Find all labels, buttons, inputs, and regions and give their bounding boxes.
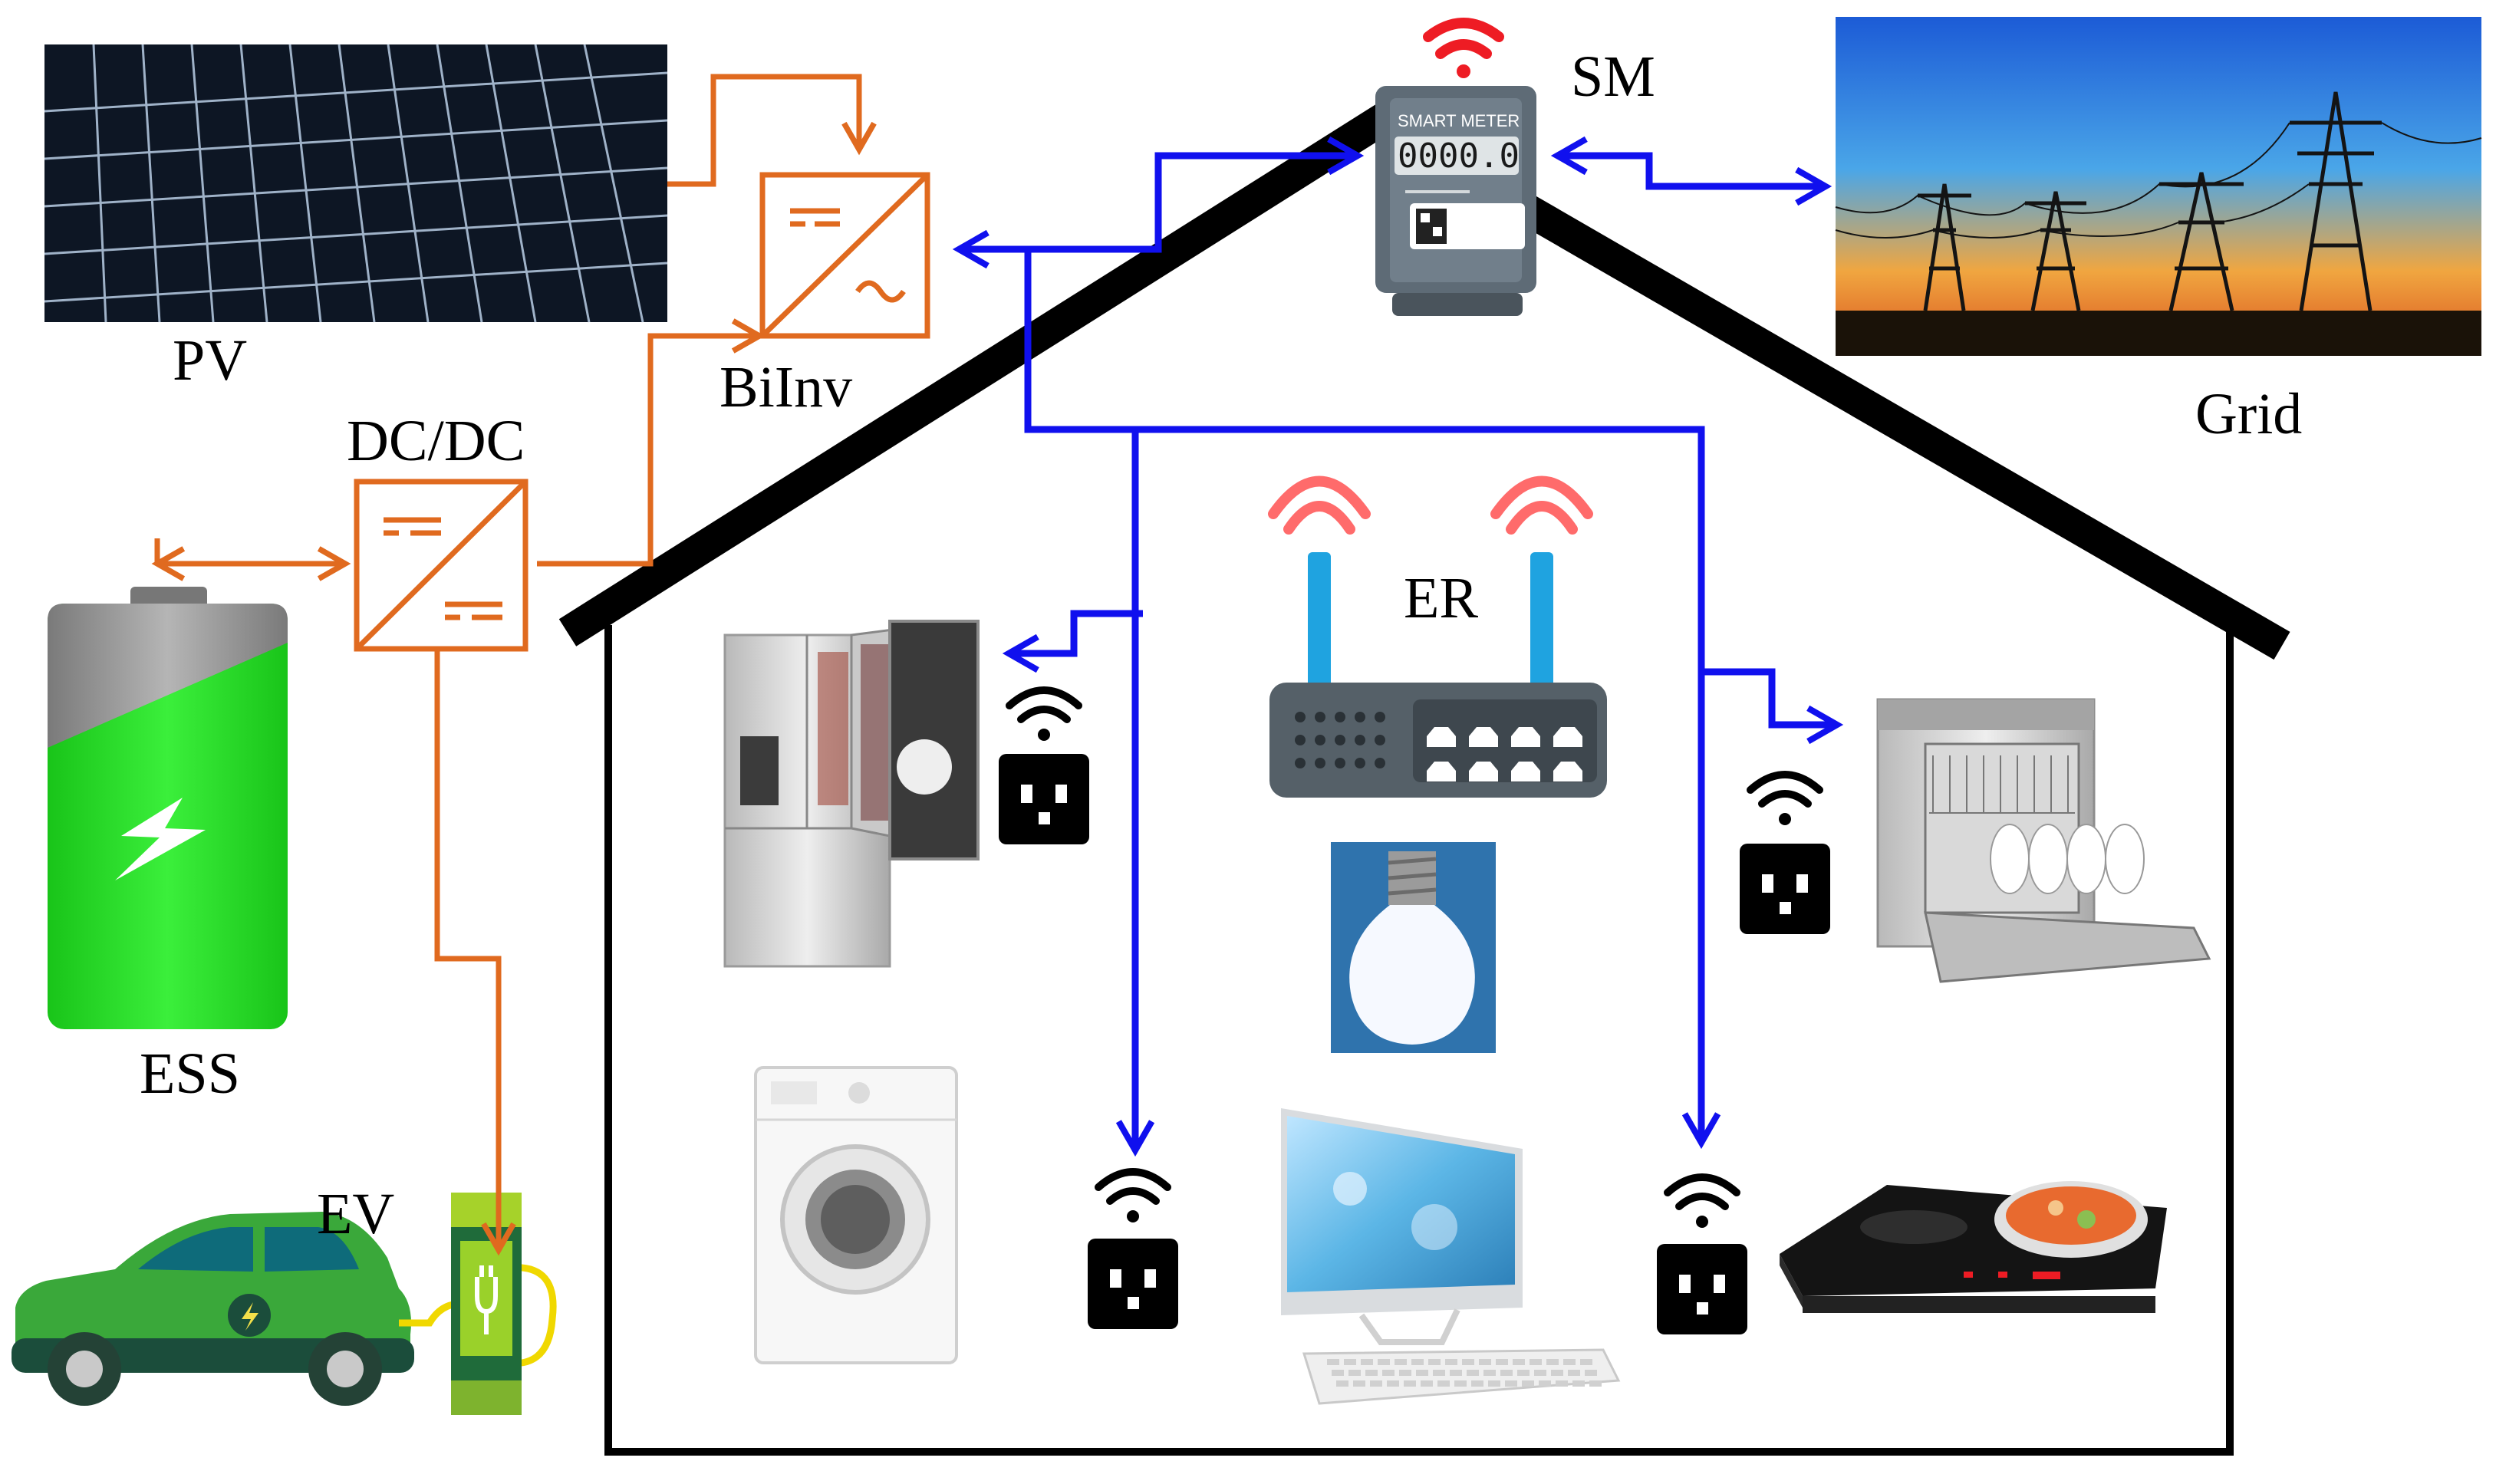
- smart-plug-icon: [1088, 1239, 1178, 1329]
- dcdc-to-inverter-line: [537, 318, 766, 567]
- smart-plug-icon: [1740, 844, 1830, 934]
- smart-plug-icon: [1657, 1244, 1747, 1334]
- wifi-icon: [1095, 1168, 1171, 1222]
- battery-icon: [48, 587, 288, 1029]
- sm-to-grid-line: [1550, 136, 1832, 206]
- solar-panel-icon: [44, 44, 668, 323]
- dcdc-to-ev-line: [434, 649, 516, 1256]
- router-icon: [1269, 552, 1607, 798]
- dishwasher-icon: [1876, 698, 2211, 983]
- smart-meter-caption: SMART METER: [1398, 111, 1520, 130]
- ess-label: ESS: [140, 1041, 240, 1106]
- wifi-icon: [1664, 1173, 1740, 1228]
- smart-meter-icon: [1375, 86, 1536, 316]
- pv-label: PV: [173, 328, 247, 393]
- wifi-icon: [1006, 686, 1082, 741]
- dc-dc-converter-icon: [354, 479, 529, 652]
- ev-label: EV: [317, 1182, 394, 1246]
- light-bulb-icon: [1331, 842, 1496, 1053]
- pv-to-inverter-line: [667, 74, 877, 187]
- bus-to-dishwasher-line: [1701, 668, 1844, 745]
- er-label: ER: [1404, 566, 1478, 630]
- smart-plug-icon: [999, 754, 1089, 844]
- wifi-icon: [1268, 475, 1593, 535]
- power-grid-icon: [1835, 17, 2482, 356]
- washing-machine-icon: [754, 1066, 958, 1364]
- house-bus-line: [1024, 249, 1721, 1150]
- communication-lines: [952, 136, 1844, 1157]
- inverter-icon: [759, 172, 930, 339]
- house-walls: [604, 625, 2234, 1456]
- charging-station-icon: [451, 1193, 522, 1415]
- grid-label: Grid: [2195, 382, 2302, 446]
- wifi-icon: [1423, 18, 1504, 78]
- biinv-label: BiInv: [719, 355, 852, 420]
- refrigerator-icon: [723, 620, 980, 968]
- power-lines: [151, 74, 877, 1256]
- inverter-to-sm-line: [952, 136, 1365, 269]
- induction-cooker-icon: [1780, 1181, 2167, 1313]
- computer-icon: [1281, 1108, 1621, 1405]
- wifi-icon: [1747, 771, 1823, 825]
- dcdc-label: DC/DC: [347, 409, 525, 473]
- electric-car-icon: [12, 1212, 414, 1406]
- sm-label: SM: [1571, 44, 1655, 109]
- bus-to-fridge-line: [1002, 610, 1143, 673]
- smart-meter-reading: 0000.0: [1398, 137, 1520, 176]
